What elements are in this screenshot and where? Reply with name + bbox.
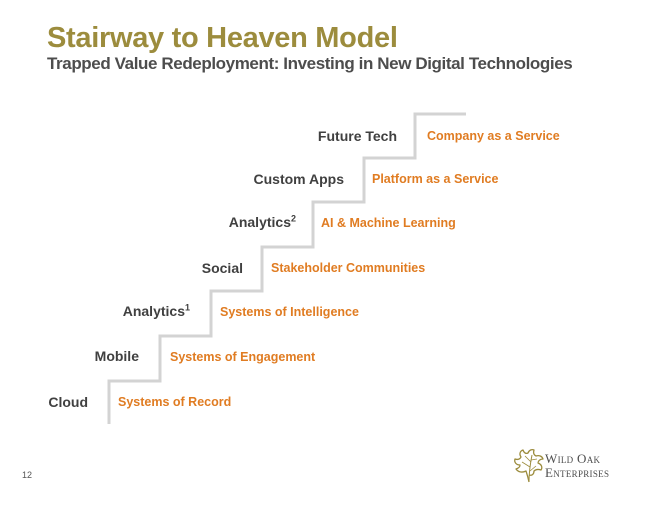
page-number: 12 [22, 470, 33, 480]
step-label-analytics-2: Analytics2 [228, 213, 296, 230]
page-subtitle: Trapped Value Redeployment: Investing in… [47, 54, 573, 73]
step-label-future-tech: Future Tech [317, 128, 397, 144]
logo-line-2: Enterprises [545, 465, 610, 480]
step-label-analytics-1: Analytics1 [122, 302, 190, 319]
step-label-social: Social [201, 260, 243, 276]
step-label-mobile: Mobile [94, 348, 139, 364]
step-tech-platform-as-a-service: Platform as a Service [372, 172, 499, 186]
step-label-custom-apps: Custom Apps [253, 171, 344, 187]
step-tech-systems-of-intelligence: Systems of Intelligence [220, 305, 359, 319]
step-tech-systems-of-engagement: Systems of Engagement [170, 350, 316, 364]
logo-line-1: Wild Oak [545, 451, 601, 466]
step-tech-stakeholder-communities: Stakeholder Communities [271, 261, 426, 275]
oak-leaf-icon [514, 448, 544, 483]
step-label-cloud: Cloud [48, 394, 88, 410]
step-tech-ai-machine-learning: AI & Machine Learning [321, 216, 456, 230]
step-tech-company-as-a-service: Company as a Service [427, 129, 560, 143]
stair-line [107, 112, 466, 424]
page-title: Stairway to Heaven Model [47, 22, 398, 54]
company-logo: Wild Oak Enterprises [512, 447, 632, 487]
step-tech-systems-of-record: Systems of Record [118, 395, 232, 409]
